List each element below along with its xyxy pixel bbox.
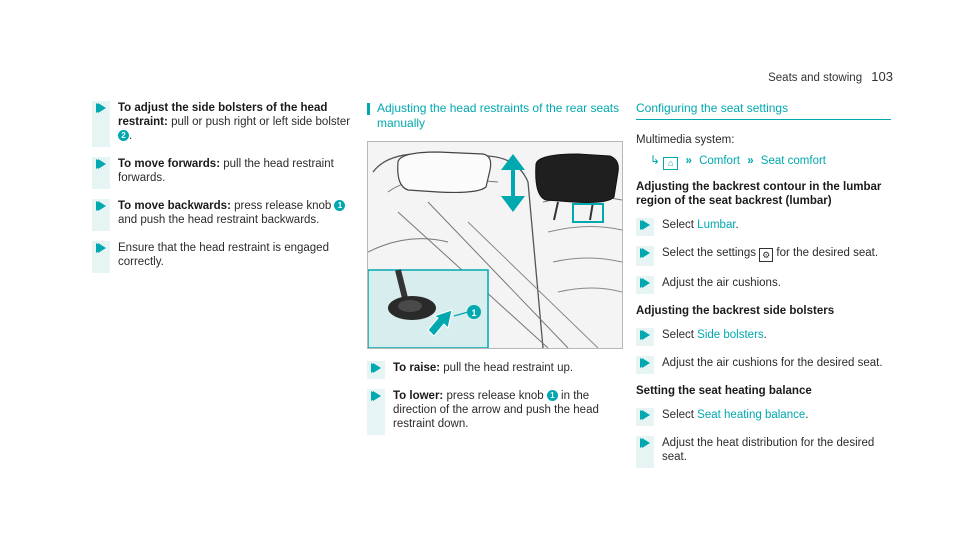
step-arrow-icon <box>371 363 381 373</box>
step-ensure-engaged: Ensure that the head restraint is engage… <box>92 241 352 273</box>
menu-path: ↳ ⌂ » Comfort » Seat comfort <box>650 153 891 170</box>
step-text-after: and push the head restraint backwards. <box>118 214 320 226</box>
step-text: Select the settings <box>662 247 756 259</box>
step-text: pull or push right or left side bolster <box>171 116 351 128</box>
step-select-settings: Select the settings ⚙ for the desired se… <box>636 246 891 266</box>
subheading-lumbar: Adjusting the backrest contour in the lu… <box>636 181 882 207</box>
step-arrow-icon <box>96 103 106 113</box>
step-text: press release knob <box>446 390 544 402</box>
figure-callout-label: 1 <box>471 308 476 318</box>
step-adjust-heat: Adjust the heat distribution for the des… <box>636 436 891 468</box>
section-title-text: Adjusting the head restraints of the rea… <box>377 101 620 130</box>
step-label: To adjust the side bolsters of the head … <box>118 102 328 128</box>
path-arrow-icon: ↳ <box>650 153 661 167</box>
step-label: To lower: <box>393 390 444 402</box>
subheading-heating-balance: Setting the seat heating balance <box>636 385 812 397</box>
page-number: 103 <box>871 69 893 84</box>
step-text: Adjust the air cushions. <box>662 277 781 289</box>
step-text: Select <box>662 329 694 341</box>
callout-badge: 2 <box>118 130 129 141</box>
step-label: To move backwards: <box>118 200 231 212</box>
title-bar <box>367 103 370 115</box>
step-text: press release knob <box>234 200 332 212</box>
step-text-after: . <box>129 130 133 142</box>
page-header: Seats and stowing 103 <box>768 70 893 85</box>
step-text: pull the head restraint forwards. <box>118 158 334 184</box>
section-title: Seats and stowing <box>768 72 863 84</box>
step-side-bolsters: To adjust the side bolsters of the head … <box>92 101 352 147</box>
step-adjust-cushions-seat: Adjust the air cushions for the desired … <box>636 356 891 374</box>
intro-text: Multimedia system: <box>636 134 735 146</box>
column-left: To adjust the side bolsters of the head … <box>92 101 352 283</box>
callout-badge: 1 <box>546 390 558 401</box>
step-text-after: . <box>805 409 809 421</box>
home-icon: ⌂ <box>663 157 679 170</box>
step-arrow-icon <box>640 410 650 420</box>
step-arrow-icon <box>640 220 650 230</box>
step-select-heating-balance: Select Seat heating balance. <box>636 408 891 426</box>
step-raise: To raise: pull the head restraint up. <box>367 361 622 379</box>
step-lower: To lower: press release knob 1 in the di… <box>367 389 622 435</box>
column-middle: Adjusting the head restraints of the rea… <box>367 101 623 445</box>
callout-badge: 1 <box>334 200 346 211</box>
path-separator-icon: » <box>685 155 692 167</box>
step-arrow-icon <box>371 391 381 401</box>
step-label: To move forwards: <box>118 158 221 170</box>
step-text: Ensure that the head restraint is engage… <box>118 242 329 268</box>
column-right: Configuring the seat settings Multimedia… <box>636 101 891 478</box>
step-arrow-icon <box>640 330 650 340</box>
step-text-after: in the direction of the arrow and push t… <box>393 390 599 430</box>
menu-item-comfort: Comfort <box>699 155 740 167</box>
step-label: To raise: <box>393 362 441 374</box>
step-text-after: for the desired seat. <box>776 247 879 259</box>
step-text-after: . <box>735 219 739 231</box>
step-move-backwards: To move backwards: press release knob 1 … <box>92 199 352 231</box>
illustration-svg: 1 <box>368 142 622 348</box>
step-text: Select <box>662 409 694 421</box>
menu-item-seat-comfort: Seat comfort <box>760 155 826 167</box>
step-text: Adjust the air cushions for the desired … <box>662 357 883 369</box>
step-text-after: . <box>763 329 767 341</box>
step-text: Adjust the heat distribution for the des… <box>662 437 875 463</box>
step-text: Select <box>662 219 694 231</box>
step-arrow-icon <box>96 201 106 211</box>
step-text: pull the head restraint up. <box>443 362 574 374</box>
menu-link-lumbar: Lumbar <box>697 219 736 231</box>
section-title: Configuring the seat settings <box>636 101 891 120</box>
step-arrow-icon <box>640 248 650 258</box>
section-title: Adjusting the head restraints of the rea… <box>367 101 622 131</box>
step-move-forwards: To move forwards: pull the head restrain… <box>92 157 352 189</box>
step-adjust-cushions: Adjust the air cushions. <box>636 276 891 294</box>
step-arrow-icon <box>640 358 650 368</box>
step-select-side-bolsters: Select Side bolsters. <box>636 328 891 346</box>
step-arrow-icon <box>640 278 650 288</box>
subheading-side-bolsters: Adjusting the backrest side bolsters <box>636 305 835 317</box>
menu-link-seat-heating-balance: Seat heating balance <box>697 409 806 421</box>
head-restraint-illustration: 1 <box>367 141 623 349</box>
menu-link-side-bolsters: Side bolsters <box>697 329 764 341</box>
path-separator-icon: » <box>747 155 754 167</box>
step-select-lumbar: Select Lumbar. <box>636 218 891 236</box>
step-arrow-icon <box>96 159 106 169</box>
gear-icon: ⚙ <box>759 248 774 262</box>
step-arrow-icon <box>640 438 650 448</box>
step-arrow-icon <box>96 243 106 253</box>
